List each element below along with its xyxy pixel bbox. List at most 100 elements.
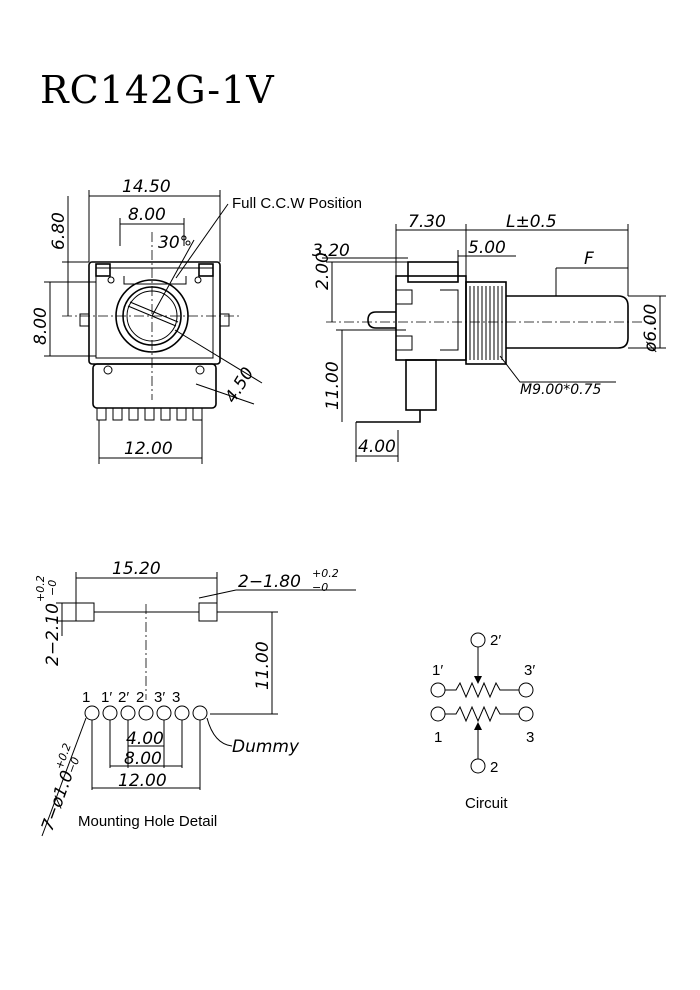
side-step — [396, 335, 413, 351]
dim-L: L±0.5 — [506, 212, 557, 232]
circuit-label-1: 1 — [434, 729, 442, 746]
terminal-2 — [470, 758, 486, 774]
front-pin — [176, 407, 187, 421]
wiper-upper-arrow — [474, 676, 482, 684]
front-bracket — [123, 276, 187, 285]
side-terminal — [356, 410, 421, 423]
front-angle-dot — [185, 240, 191, 246]
dim-8-00-mount: 8.00 — [124, 749, 162, 769]
front-pin — [112, 407, 123, 421]
circuit-caption: Circuit — [465, 795, 508, 812]
diag-dim-line2 — [195, 383, 255, 405]
callout-leader — [175, 203, 229, 279]
pin-label-2: 2 — [136, 689, 144, 706]
resistor-upper — [445, 681, 519, 699]
thread-leader — [499, 355, 616, 383]
dim-slot-left-tol-top: +0.2 — [34, 575, 47, 602]
terminal-3 — [518, 706, 534, 722]
dim-2-00: 2.00 — [313, 252, 333, 290]
side-step — [396, 289, 413, 305]
side-inner — [440, 289, 459, 351]
front-tab-tr — [198, 263, 214, 277]
front-pin — [96, 407, 107, 421]
circuit-label-2p: 2′ — [490, 632, 501, 649]
dim-6-00: ø6.00 — [641, 304, 661, 353]
front-hole-br — [195, 365, 205, 375]
terminal-2p — [470, 632, 486, 648]
dim-6-80: 6.80 — [49, 212, 69, 250]
circuit-label-3: 3 — [526, 729, 534, 746]
slot-right — [198, 602, 218, 622]
dim-30-deg: 30° — [158, 233, 188, 253]
mount-hole — [120, 705, 136, 721]
diag-dim-line — [174, 329, 263, 384]
mount-hole — [138, 705, 154, 721]
side-body — [395, 275, 467, 361]
dim-3-20: 3.20 — [312, 241, 350, 261]
dim-8-00-top: 8.00 — [128, 205, 166, 225]
callout-ccw: Full C.C.W Position — [232, 195, 362, 212]
side-rear-nub — [367, 311, 396, 329]
pin-label-1: 1 — [82, 689, 90, 706]
pin-label-3: 3 — [172, 689, 180, 706]
dim-slot-right-tol-top: +0.2 — [312, 567, 339, 580]
dim-slot-right-tol-bot: −0 — [312, 581, 328, 594]
dim-4-00-mount: 4.00 — [126, 729, 164, 749]
dim-4-50: 4.50 — [221, 364, 258, 407]
holes-leader — [41, 717, 87, 837]
front-angle-line — [151, 239, 195, 317]
front-body-outline — [88, 261, 221, 365]
terminal-1 — [430, 706, 446, 722]
front-post-left — [79, 313, 90, 327]
front-pin — [192, 407, 203, 421]
dim-12-00: 12.00 — [124, 439, 173, 459]
pin-label-1p: 1′ — [101, 689, 112, 706]
dim-11-00-side: 11.00 — [323, 361, 343, 410]
dim-slot-left: 2−2.10 — [43, 603, 63, 666]
mount-hole — [84, 705, 100, 721]
circuit-diagram: 2′ 1′ 3′ 1 3 2 Circuit — [430, 632, 535, 812]
dim-5-00: 5.00 — [468, 238, 506, 258]
terminal-1p — [430, 682, 446, 698]
front-body-inner — [95, 267, 214, 359]
mount-hole — [174, 705, 190, 721]
side-top-block — [407, 261, 459, 283]
wiper-lower-arrow — [474, 722, 482, 730]
dim-14-50: 14.50 — [122, 177, 171, 197]
dim-holes-tol-bot: −0 — [65, 755, 83, 775]
circuit-label-2: 2 — [490, 759, 498, 776]
dim-4-00-side: 4.00 — [358, 437, 396, 457]
drawing-title: RC142G-1V — [40, 68, 275, 112]
thread-lines — [469, 286, 503, 360]
slot-left — [75, 602, 95, 622]
front-post-right — [219, 313, 230, 327]
dim-7-30: 7.30 — [408, 212, 446, 232]
side-view: 7.30 L±0.5 5.00 3.20 2.00 F ø6.00 11.00 … — [312, 212, 666, 462]
front-hole-tl — [107, 276, 115, 284]
dim-15-20: 15.20 — [112, 559, 161, 579]
front-tab-tl — [95, 263, 111, 277]
mount-hole-dummy — [192, 705, 208, 721]
resistor-lower — [445, 705, 519, 723]
dim-8-00-left: 8.00 — [31, 307, 51, 345]
side-lower-body — [405, 359, 437, 411]
mounting-hole-detail: 15.20 2−1.80 +0.2 −0 2−2.10 +0.2 −0 11.0… — [34, 559, 356, 837]
dim-F: F — [584, 249, 594, 269]
front-hole-tr — [194, 276, 202, 284]
front-hole-bl — [103, 365, 113, 375]
pin-label-3p: 3′ — [154, 689, 165, 706]
dim-12-00-mount: 12.00 — [118, 771, 167, 791]
terminal-3p — [518, 682, 534, 698]
mount-hole — [156, 705, 172, 721]
dim-holes: 7−ø1.0 — [38, 768, 78, 834]
circuit-label-3p: 3′ — [524, 662, 535, 679]
dim-slot-left-tol-bot: −0 — [46, 580, 59, 596]
front-pin — [144, 407, 155, 421]
mounting-caption: Mounting Hole Detail — [78, 813, 217, 830]
front-pin — [128, 407, 139, 421]
pin-label-2p: 2′ — [118, 689, 129, 706]
dummy-leader — [206, 717, 233, 747]
dim-11-00-mount: 11.00 — [253, 641, 273, 690]
dim-slot-right: 2−1.80 — [238, 572, 301, 592]
